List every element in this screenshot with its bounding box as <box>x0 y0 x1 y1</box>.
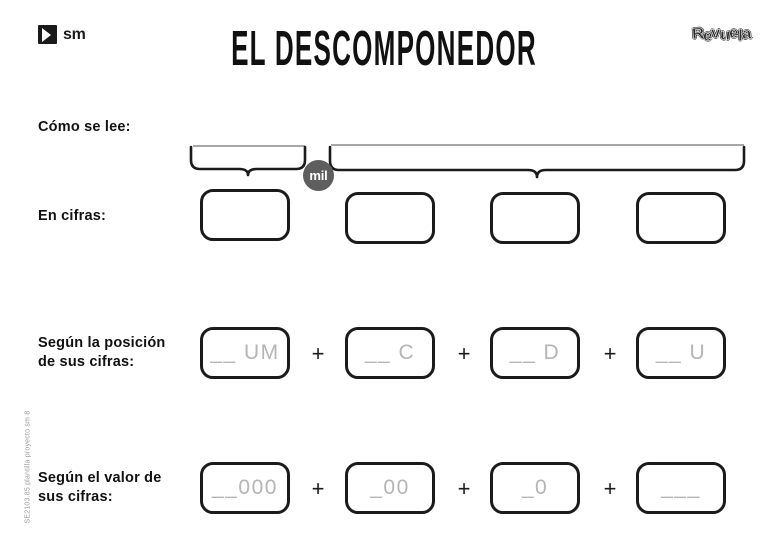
brace-right <box>328 145 746 179</box>
valor-box-3[interactable]: _0 <box>490 462 580 514</box>
sm-play-mark-icon <box>38 25 57 44</box>
page-title: EL DESCOMPONEDOR <box>231 20 537 76</box>
valor-box-1[interactable]: __000 <box>200 462 290 514</box>
posicion-box-3[interactable]: __ D <box>490 327 580 379</box>
valor-operator-1: + <box>311 476 325 501</box>
publisher-logo-label: sm <box>63 25 86 43</box>
valor-box-4[interactable]: ___ <box>636 462 726 514</box>
posicion-box-1[interactable]: __ UM <box>200 327 290 379</box>
label-en-cifras: En cifras: <box>38 208 107 224</box>
posicion-operator-1: + <box>311 341 325 366</box>
brand-logo-letter: a <box>741 24 751 43</box>
mil-badge: mil <box>303 160 334 191</box>
cifras-box-4[interactable] <box>636 192 726 244</box>
posicion-box-4[interactable]: __ U <box>636 327 726 379</box>
posicion-box-2[interactable]: __ C <box>345 327 435 379</box>
valor-box-2[interactable]: _00 <box>345 462 435 514</box>
label-segun-posicion: Según la posición de sus cifras: <box>38 335 166 370</box>
brand-logo-revuela: Revuela <box>691 23 751 44</box>
cifras-box-2[interactable] <box>345 192 435 244</box>
posicion-operator-3: + <box>603 341 617 366</box>
cifras-box-1[interactable] <box>200 189 290 241</box>
brace-left <box>189 145 307 177</box>
side-reference-code: SE2103.85 plantilla proyecto sm 8 <box>24 410 32 524</box>
valor-operator-3: + <box>603 476 617 501</box>
valor-operator-2: + <box>457 476 471 501</box>
label-como-se-lee: Cómo se lee: <box>38 119 131 135</box>
posicion-operator-2: + <box>457 341 471 366</box>
cifras-box-3[interactable] <box>490 192 580 244</box>
publisher-logo-sm: sm <box>38 25 86 44</box>
label-segun-valor: Según el valor de sus cifras: <box>38 470 162 505</box>
